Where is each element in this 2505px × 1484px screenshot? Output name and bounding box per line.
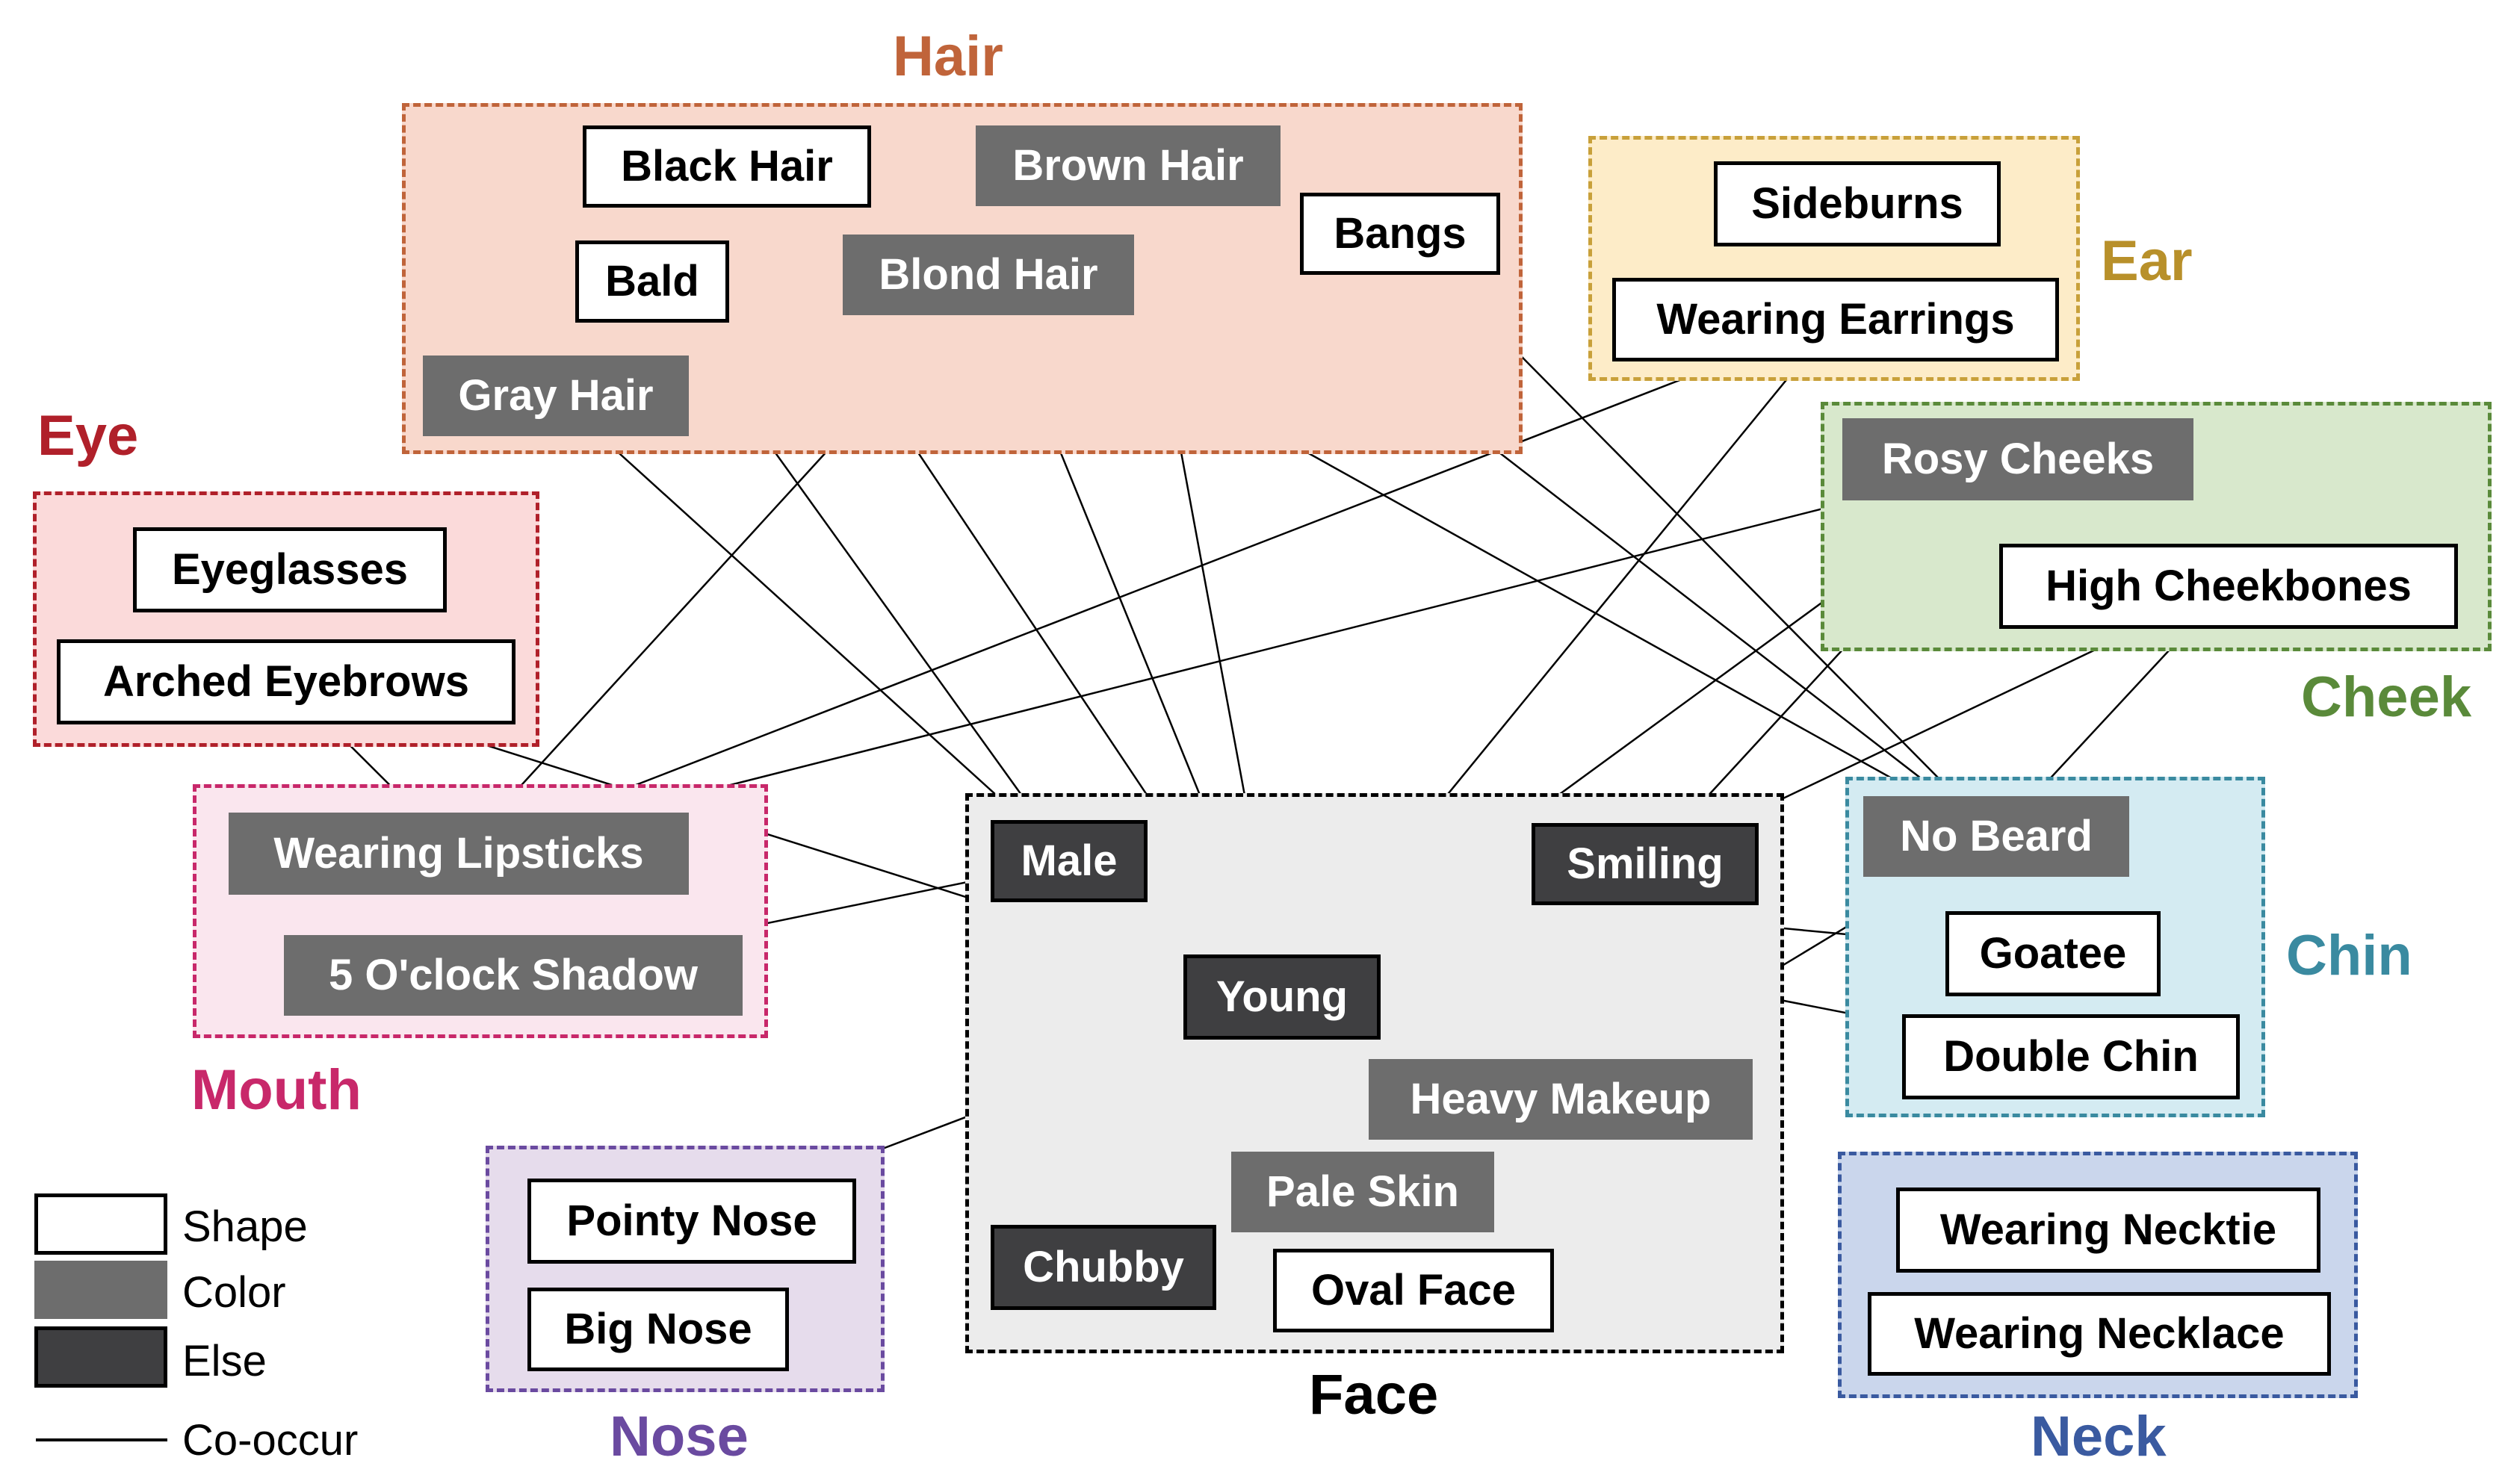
legend-swatch-else (34, 1326, 167, 1388)
node-pale-skin: Pale Skin (1231, 1152, 1494, 1232)
edge-bangs-no-beard (1440, 274, 1957, 797)
node-wearing-necklace: Wearing Necklace (1868, 1292, 2331, 1376)
legend-line-cooccur (36, 1438, 167, 1441)
region-title-chin: Chin (2286, 924, 2412, 987)
region-title-hair: Hair (893, 25, 1003, 88)
edge-rosy-cheeks-wearing-lipsticks (621, 499, 1856, 814)
node-high-cheekbones: High Cheekbones (1999, 544, 2458, 629)
node-young: Young (1183, 954, 1381, 1040)
node-no-beard: No Beard (1863, 796, 2129, 877)
region-title-cheek: Cheek (2301, 665, 2472, 729)
node-wearing-necktie: Wearing Necktie (1896, 1187, 2320, 1273)
node-pointy-nose: Pointy Nose (527, 1179, 856, 1264)
region-title-face: Face (1309, 1363, 1439, 1426)
node-goatee: Goatee (1945, 911, 2161, 996)
node-bangs: Bangs (1300, 193, 1500, 275)
node-big-nose: Big Nose (527, 1288, 789, 1371)
node-five-oclock-shadow: 5 O'clock Shadow (284, 935, 743, 1016)
node-male: Male (991, 820, 1148, 902)
node-rosy-cheeks: Rosy Cheeks (1842, 418, 2193, 500)
node-chubby: Chubby (991, 1225, 1216, 1310)
node-blond-hair: Blond Hair (843, 235, 1134, 315)
node-bald: Bald (575, 240, 729, 323)
legend-label-else: Else (182, 1337, 267, 1385)
node-wearing-lipsticks: Wearing Lipsticks (229, 813, 689, 895)
node-black-hair: Black Hair (583, 125, 871, 208)
node-arched-eyebrows: Arched Eyebrows (57, 639, 515, 724)
node-smiling: Smiling (1532, 823, 1759, 905)
legend-swatch-shape (34, 1193, 167, 1255)
edge-high-cheekbones-no-beard (2033, 628, 2190, 797)
node-brown-hair: Brown Hair (976, 125, 1281, 206)
node-sideburns: Sideburns (1714, 161, 2001, 246)
region-title-neck: Neck (2031, 1405, 2167, 1468)
region-title-mouth: Mouth (191, 1058, 362, 1122)
legend-label-color: Color (182, 1268, 286, 1317)
node-oval-face: Oval Face (1273, 1249, 1554, 1332)
region-title-eye: Eye (37, 404, 139, 468)
node-gray-hair: Gray Hair (423, 356, 689, 436)
node-heavy-makeup: Heavy Makeup (1369, 1059, 1753, 1140)
region-title-nose: Nose (610, 1405, 749, 1468)
edge-high-cheekbones-smiling (1730, 627, 2140, 825)
node-wearing-earrings: Wearing Earrings (1612, 278, 2059, 361)
region-title-ear: Ear (2101, 229, 2193, 293)
edge-wearing-earrings-wearing-lipsticks (564, 360, 1729, 814)
edge-gray-hair-male (599, 435, 1025, 821)
node-eyeglasses: Eyeglasses (133, 527, 447, 612)
legend-label-cooccur: Co-occur (182, 1416, 359, 1465)
legend-swatch-color (34, 1261, 167, 1319)
legend-label-shape: Shape (182, 1202, 308, 1251)
node-double-chin: Double Chin (1902, 1014, 2240, 1099)
